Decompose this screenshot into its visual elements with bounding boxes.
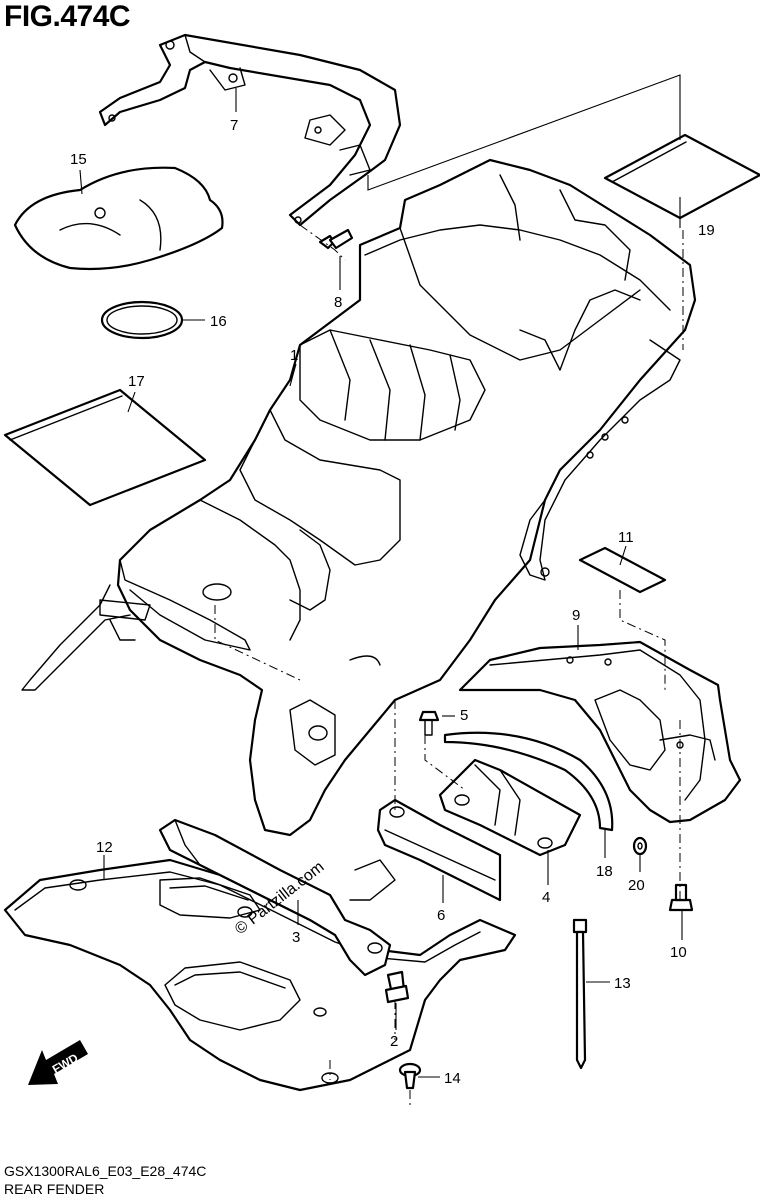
callout-3[interactable]: 3 [292,929,300,946]
callout-17[interactable]: 17 [128,373,145,390]
callout-20[interactable]: 20 [628,877,645,894]
callout-13[interactable]: 13 [614,975,631,992]
part-20-washer[interactable] [632,836,648,856]
part-19-sheet[interactable] [603,133,760,220]
part-8-bolt[interactable] [318,228,354,250]
part-7-grab-bracket[interactable] [98,33,402,227]
callout-10[interactable]: 10 [670,944,687,961]
figure-name: REAR FENDER [4,1181,105,1197]
assembly-line [367,74,681,191]
part-2-bolt[interactable] [384,970,410,1004]
part-3-bracket[interactable] [158,818,396,977]
callout-14[interactable]: 14 [444,1070,461,1087]
part-1-rear-fender[interactable] [21,158,697,837]
callout-8[interactable]: 8 [334,294,342,311]
callout-6[interactable]: 6 [437,907,445,924]
part-18-strip[interactable] [443,731,614,832]
part-17-sheet[interactable] [3,388,207,507]
part-14-clip[interactable] [398,1062,422,1090]
callouts: 7 15 16 17 1 19 8 11 9 5 18 4 6 20 10 12… [70,117,715,1087]
part-15-seat-pad[interactable] [13,166,224,271]
figure-title: FIG.474C [4,0,131,33]
callout-12[interactable]: 12 [96,839,113,856]
part-13-cable-tie[interactable] [572,918,588,1070]
part-16-ring[interactable] [100,300,184,340]
part-10-bolt[interactable] [668,883,694,912]
part-5-clip[interactable] [418,710,440,736]
part-12-undertray[interactable] [3,858,517,1092]
fwd-arrow-icon: FWD [28,1040,88,1085]
part-4-bracket[interactable] [438,758,582,857]
callout-19[interactable]: 19 [698,222,715,239]
part-11-pad[interactable] [578,546,667,594]
reference-lines [214,224,684,1105]
callout-4[interactable]: 4 [542,889,550,906]
callout-1[interactable]: 1 [290,347,298,364]
callout-11[interactable]: 11 [618,529,634,546]
callout-7[interactable]: 7 [230,117,238,134]
callout-15[interactable]: 15 [70,151,87,168]
part-6-strap[interactable] [376,798,502,902]
callout-16[interactable]: 16 [210,313,227,330]
callout-9[interactable]: 9 [572,607,580,624]
leader-lines [79,88,683,1078]
callout-18[interactable]: 18 [596,863,613,880]
callout-5[interactable]: 5 [460,707,468,724]
part-9-inner-fender[interactable] [458,640,742,824]
callout-2[interactable]: 2 [390,1033,398,1050]
figure-code: GSX1300RAL6_E03_E28_474C [4,1163,207,1179]
